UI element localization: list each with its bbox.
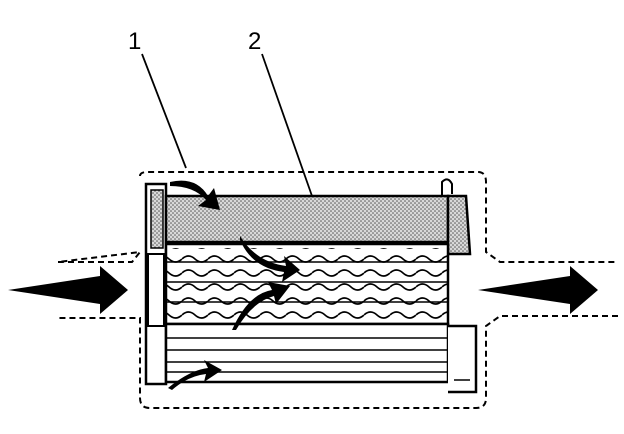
lower-channel-section <box>164 322 450 384</box>
internal-flow-arrow-icon <box>168 180 300 390</box>
callout-1-leader <box>141 53 187 169</box>
right-end-seal <box>446 194 472 256</box>
inlet-flow-arrow-icon <box>8 266 128 314</box>
callout-number-1: 1 <box>128 28 142 55</box>
outlet-flow-arrow-icon <box>478 266 598 314</box>
housing-dashed-outline <box>57 171 618 409</box>
callout-number-2: 2 <box>248 28 262 55</box>
main-filter-media <box>164 242 450 326</box>
right-end-lip <box>441 178 453 196</box>
left-end-cap <box>144 182 168 386</box>
callout-2-leader <box>261 53 313 197</box>
outlet-block <box>448 324 478 394</box>
